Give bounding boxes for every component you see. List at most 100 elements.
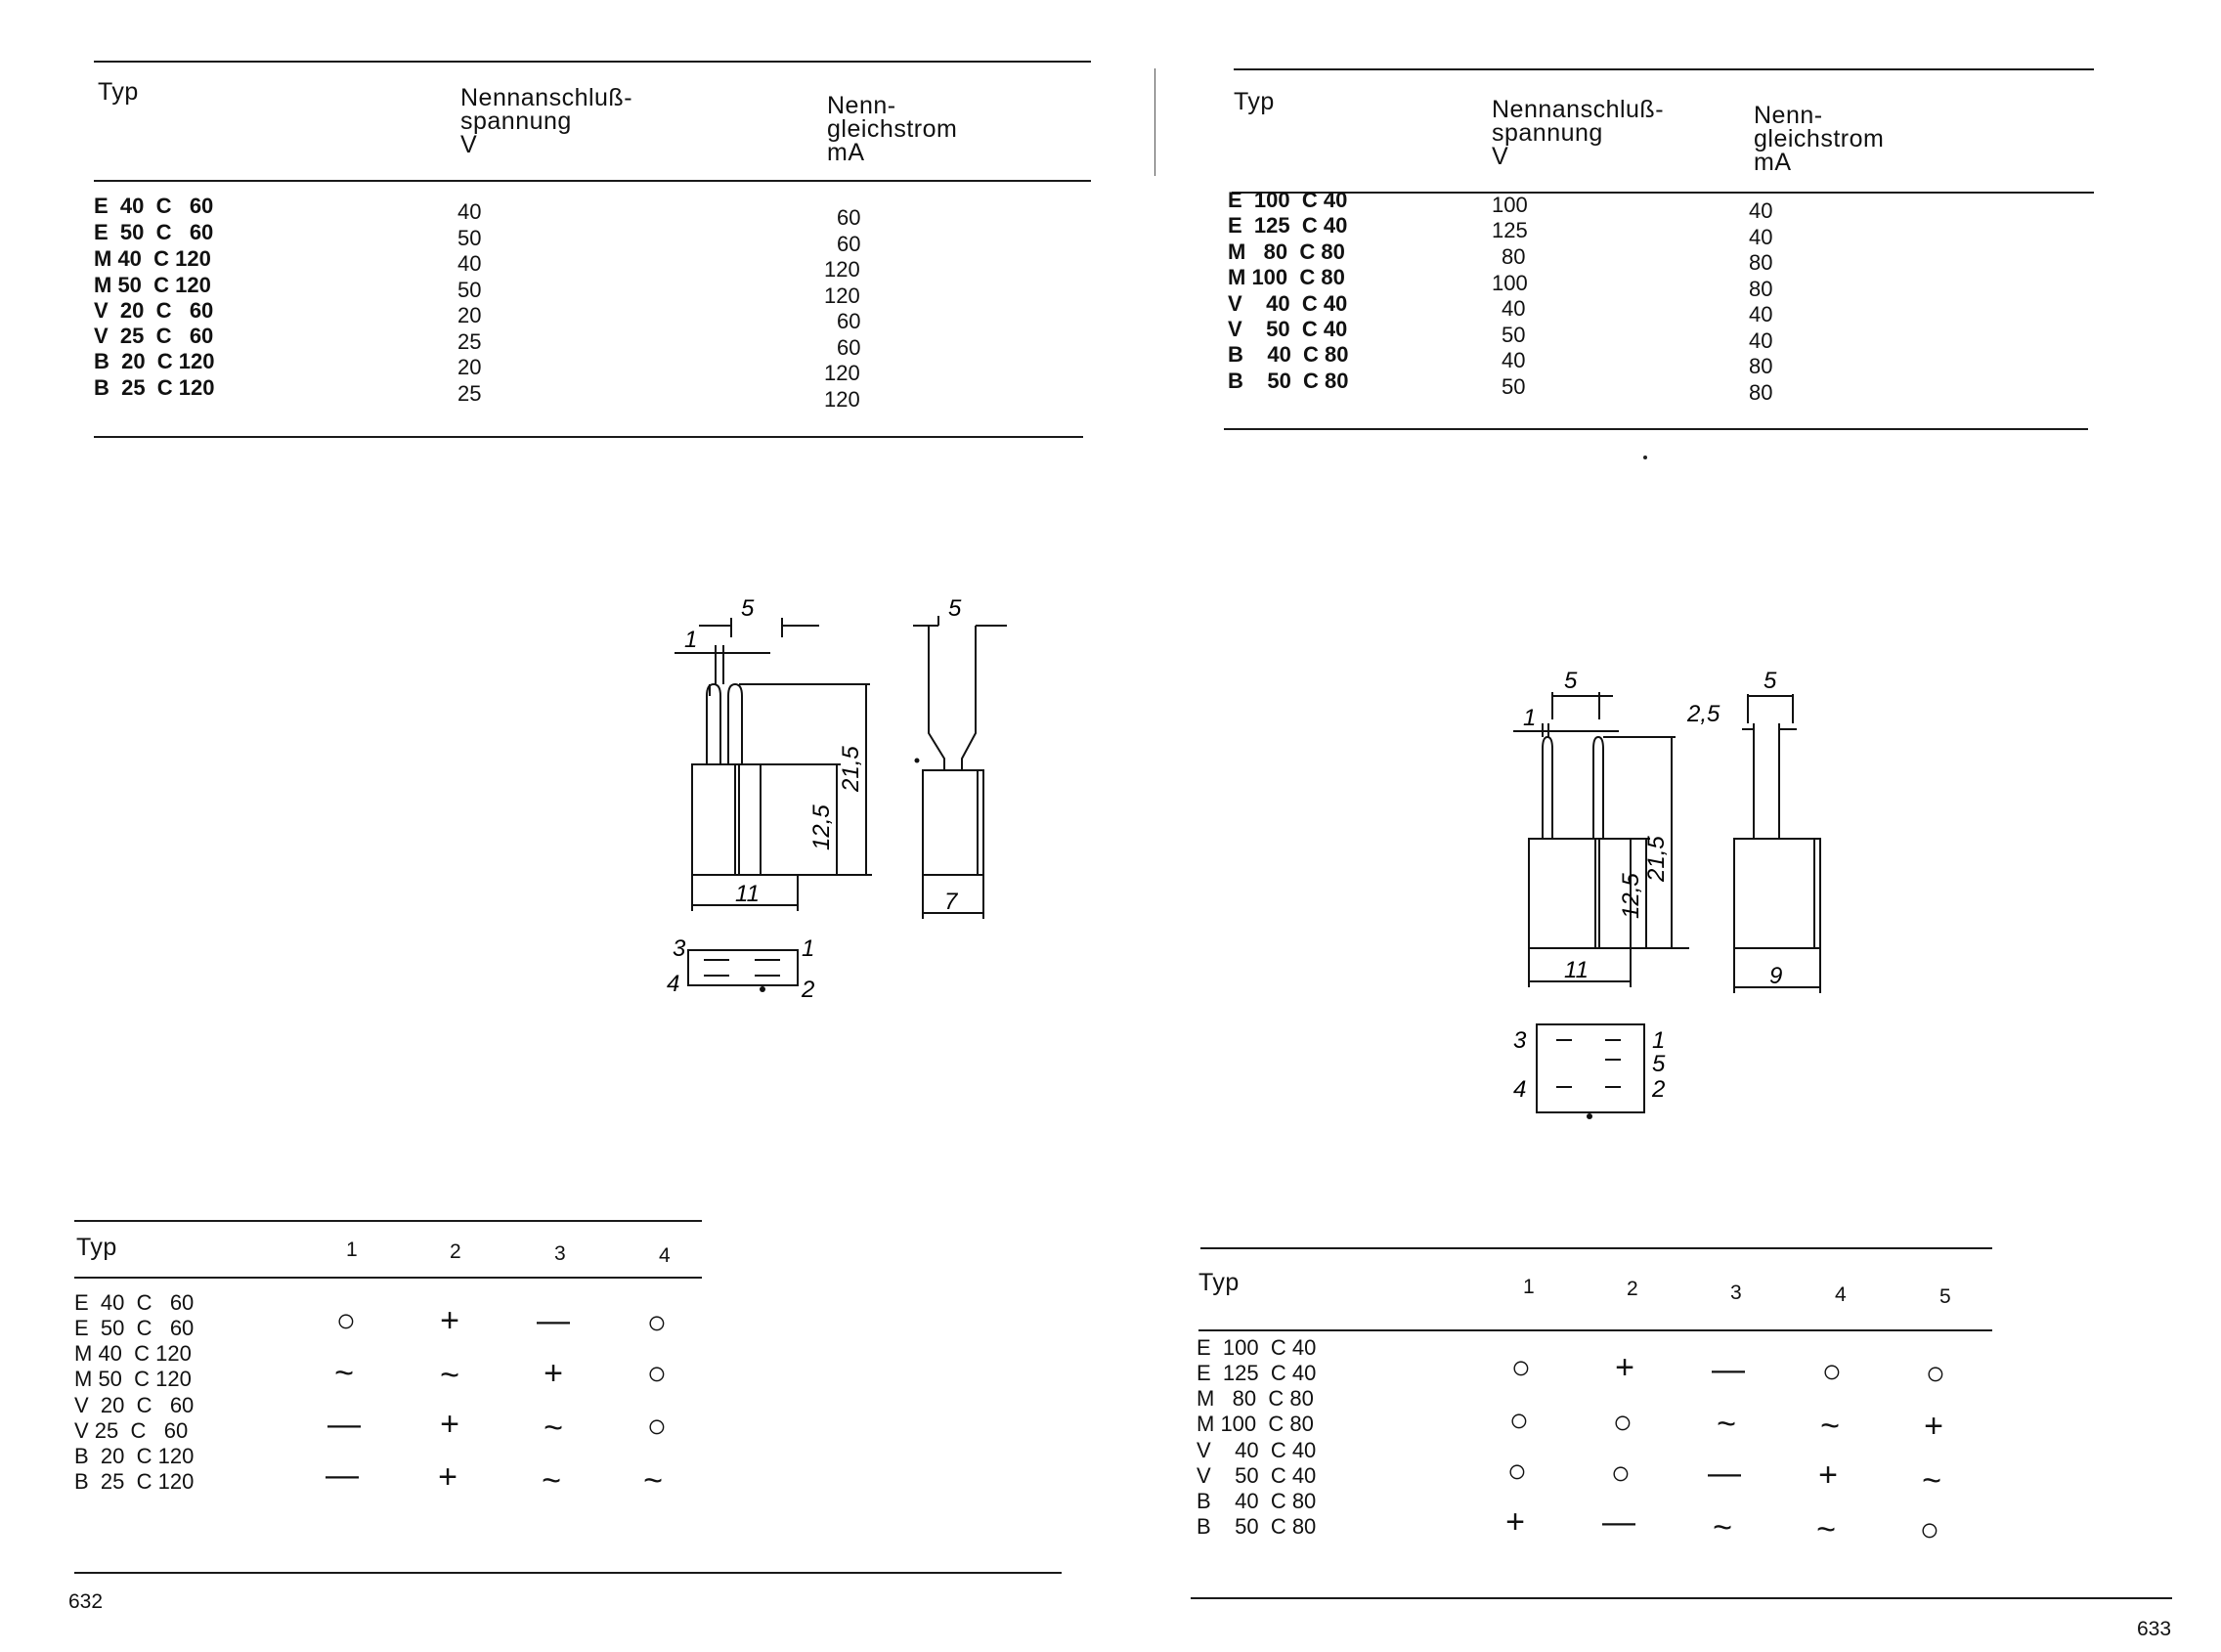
table1-row-current: 60 (837, 232, 861, 256)
pin-symbol: + (1924, 1408, 1943, 1445)
table1-row-type: M 50 C 120 (94, 273, 211, 297)
table1-row-voltage: 50 (1502, 323, 1526, 347)
table2-header-typ: Typ (76, 1234, 117, 1261)
table1-row-type: B 40 C 80 (1228, 342, 1349, 367)
pin-label: 1 (1652, 1027, 1665, 1054)
table2-header-col: 3 (1730, 1282, 1742, 1304)
table2-row-type: E 100 C 40 (1197, 1335, 1317, 1360)
table1-row-current: 40 (1749, 328, 1773, 353)
table2-row-type: B 20 C 120 (74, 1444, 195, 1468)
table1-row-voltage: 100 (1492, 271, 1528, 295)
table2-row-type: B 50 C 80 (1197, 1514, 1317, 1539)
dim-label: 5 (741, 595, 755, 622)
table1-row-current: 60 (837, 309, 861, 333)
table1-row-type: M 80 C 80 (1228, 239, 1345, 264)
table1-row-current: 120 (824, 361, 860, 385)
pin-label: 5 (1652, 1051, 1666, 1077)
pin-symbol: + (1818, 1456, 1838, 1494)
table1-row-voltage: 20 (457, 303, 482, 327)
table1-header-typ: Typ (1234, 88, 1275, 115)
table1-row-type: E 50 C 60 (94, 220, 214, 244)
dim-label: 2,5 (1686, 701, 1720, 727)
pin-symbol: ~ (440, 1357, 459, 1394)
pin-symbol: ○ (1506, 1453, 1528, 1490)
pin-symbol: ○ (1925, 1355, 1946, 1392)
table1-top-rule (94, 61, 1091, 63)
pin-symbol: + (544, 1355, 563, 1392)
pin-symbol: ~ (334, 1355, 354, 1392)
pin-label: 3 (1513, 1027, 1527, 1054)
page-bottom-rule (74, 1572, 1062, 1574)
pin-symbol: ○ (1919, 1511, 1940, 1548)
table2-top-rule (1200, 1247, 1992, 1249)
table2-row-type: M 40 C 120 (74, 1341, 192, 1366)
table1-row-voltage: 50 (457, 278, 482, 302)
pin-symbol: ~ (1717, 1406, 1736, 1443)
table1-row-current: 120 (824, 283, 860, 308)
dim-label: 21,5 (1643, 836, 1670, 883)
pin-label: 1 (802, 935, 814, 962)
pin-label: 4 (667, 971, 679, 997)
table1-row-current: 120 (824, 387, 860, 412)
table2-header-col: 2 (450, 1240, 461, 1263)
table1-header-voltage: Nennanschluß- spannung V (460, 84, 633, 158)
table1-row-type: V 25 C 60 (94, 324, 214, 348)
table1-row-voltage: 40 (1502, 348, 1526, 372)
table1-row-current: 80 (1749, 380, 1773, 405)
table1-row-voltage: 20 (457, 355, 482, 379)
table1-row-type: V 50 C 40 (1228, 317, 1348, 341)
pin-symbol: ○ (1612, 1404, 1633, 1441)
table1-row-voltage: 50 (1502, 374, 1526, 399)
table2-row-type: M 50 C 120 (74, 1367, 192, 1391)
pin-symbol: ○ (335, 1302, 357, 1339)
pin-label: 2 (1651, 1076, 1665, 1103)
page-right: Typ Nennanschluß- spannung V Nenn- gleic… (1110, 0, 2221, 1652)
pin-symbol: ~ (1816, 1511, 1836, 1548)
pin-symbol: ~ (643, 1462, 663, 1500)
table2-row-type: E 50 C 60 (74, 1316, 195, 1340)
table1-row-current: 60 (837, 335, 861, 360)
table1-row-current: 80 (1749, 250, 1773, 275)
dim-label: 1 (684, 627, 697, 653)
speck (1643, 456, 1647, 459)
pin-symbol: ○ (1821, 1353, 1843, 1390)
dim-label: 12,5 (1618, 873, 1644, 919)
table1-row-current: 40 (1749, 302, 1773, 326)
table2-row-type: V 40 C 40 (1197, 1438, 1317, 1462)
table1-row-type: M 100 C 80 (1228, 265, 1345, 289)
table1-row-type: B 20 C 120 (94, 349, 215, 373)
pin-label: 4 (1513, 1076, 1526, 1103)
pin-symbol: + (440, 1302, 459, 1339)
pin-symbol: ○ (646, 1304, 668, 1341)
pin-symbol: + (440, 1406, 459, 1443)
pin-symbol: — (326, 1456, 359, 1494)
table1-row-current: 80 (1749, 277, 1773, 301)
table2-header-rule (1198, 1329, 1992, 1331)
pin-symbol: ~ (1820, 1408, 1840, 1445)
table2-row-type: V 20 C 60 (74, 1393, 195, 1417)
dim-label: 5 (1564, 668, 1578, 694)
pin-symbol: — (327, 1406, 361, 1443)
table1-row-voltage: 40 (457, 199, 482, 224)
page-bottom-rule (1191, 1597, 2172, 1599)
pin-symbol: ○ (1610, 1455, 1632, 1492)
table2-header-col: 5 (1939, 1285, 1951, 1308)
table1-header-rule (94, 180, 1091, 182)
pin-symbol: — (1708, 1455, 1741, 1492)
table1-row-type: B 50 C 80 (1228, 369, 1349, 393)
table2-row-type: B 25 C 120 (74, 1469, 195, 1494)
table1-bottom-rule (94, 436, 1083, 438)
table1-row-type: V 40 C 40 (1228, 291, 1348, 316)
page-number: 633 (2137, 1618, 2172, 1640)
table2-header-typ: Typ (1198, 1269, 1240, 1296)
page-left: Typ Nennanschluß- spannung V Nenn- gleic… (0, 0, 1110, 1652)
table1-row-voltage: 125 (1492, 218, 1528, 242)
table2-header-col: 3 (554, 1242, 566, 1265)
pin-symbol: ~ (1922, 1462, 1941, 1500)
dim-label: 11 (735, 881, 760, 907)
table2-header-rule (74, 1277, 702, 1279)
page-number: 632 (68, 1590, 104, 1613)
table1-header-current: Nenn- gleichstrom mA (1754, 102, 1885, 176)
table1-row-voltage: 25 (457, 329, 482, 354)
table2-row-type: M 100 C 80 (1197, 1412, 1314, 1436)
